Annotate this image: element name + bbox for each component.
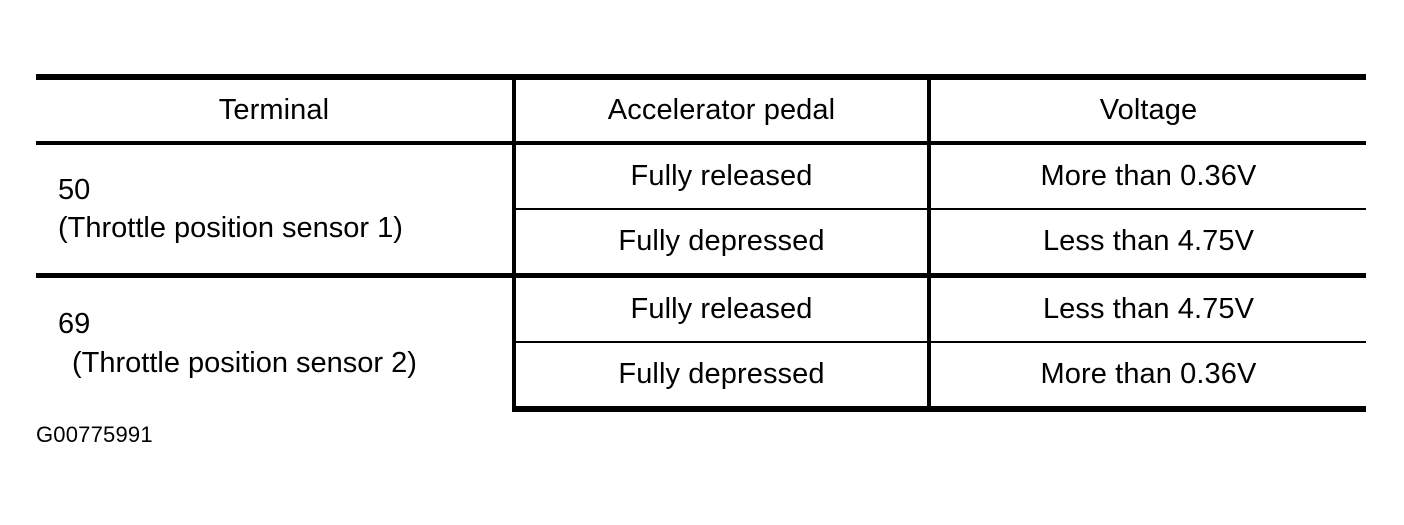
table-header: Terminal Accelerator pedal Voltage (36, 74, 1366, 145)
voltage-value: More than 0.36V (929, 341, 1366, 412)
terminal-number: 69 (58, 308, 91, 341)
voltage-value: More than 0.36V (929, 143, 1366, 209)
accelerator-pedal-value: Fully depressed (514, 341, 931, 412)
voltage-value: Less than 4.75V (929, 208, 1366, 276)
figure-caption: G00775991 (36, 422, 153, 447)
table-row: 69 (Throttle position sensor 2) Fully re… (36, 273, 1366, 409)
table-body: 50 (Throttle position sensor 1) Fully re… (36, 143, 1366, 412)
column-header-terminal: Terminal (36, 74, 516, 145)
terminal-description: (Throttle position sensor 2) (72, 346, 417, 379)
column-header-accelerator-pedal: Accelerator pedal (514, 74, 931, 145)
accelerator-pedal-value: Fully depressed (514, 208, 931, 276)
table-row: Fully depressed More than 0.36V (36, 341, 1366, 412)
terminal-voltage-table: Terminal Accelerator pedal Voltage 50 (T… (36, 74, 1366, 412)
terminal-cell-69: 69 (Throttle position sensor 2) (36, 273, 516, 409)
voltage-value: Less than 4.75V (929, 273, 1366, 342)
table-row: Fully depressed Less than 4.75V (36, 208, 1366, 276)
accelerator-pedal-value: Fully released (514, 273, 931, 342)
table-row: 50 (Throttle position sensor 1) Fully re… (36, 143, 1366, 276)
terminal-description: (Throttle position sensor 1) (58, 212, 403, 244)
accelerator-pedal-value: Fully released (514, 143, 931, 209)
column-header-voltage: Voltage (929, 74, 1366, 145)
table-header-row: Terminal Accelerator pedal Voltage (36, 74, 1366, 145)
terminal-cell-50: 50 (Throttle position sensor 1) (36, 143, 516, 276)
terminal-number: 50 (58, 173, 91, 206)
